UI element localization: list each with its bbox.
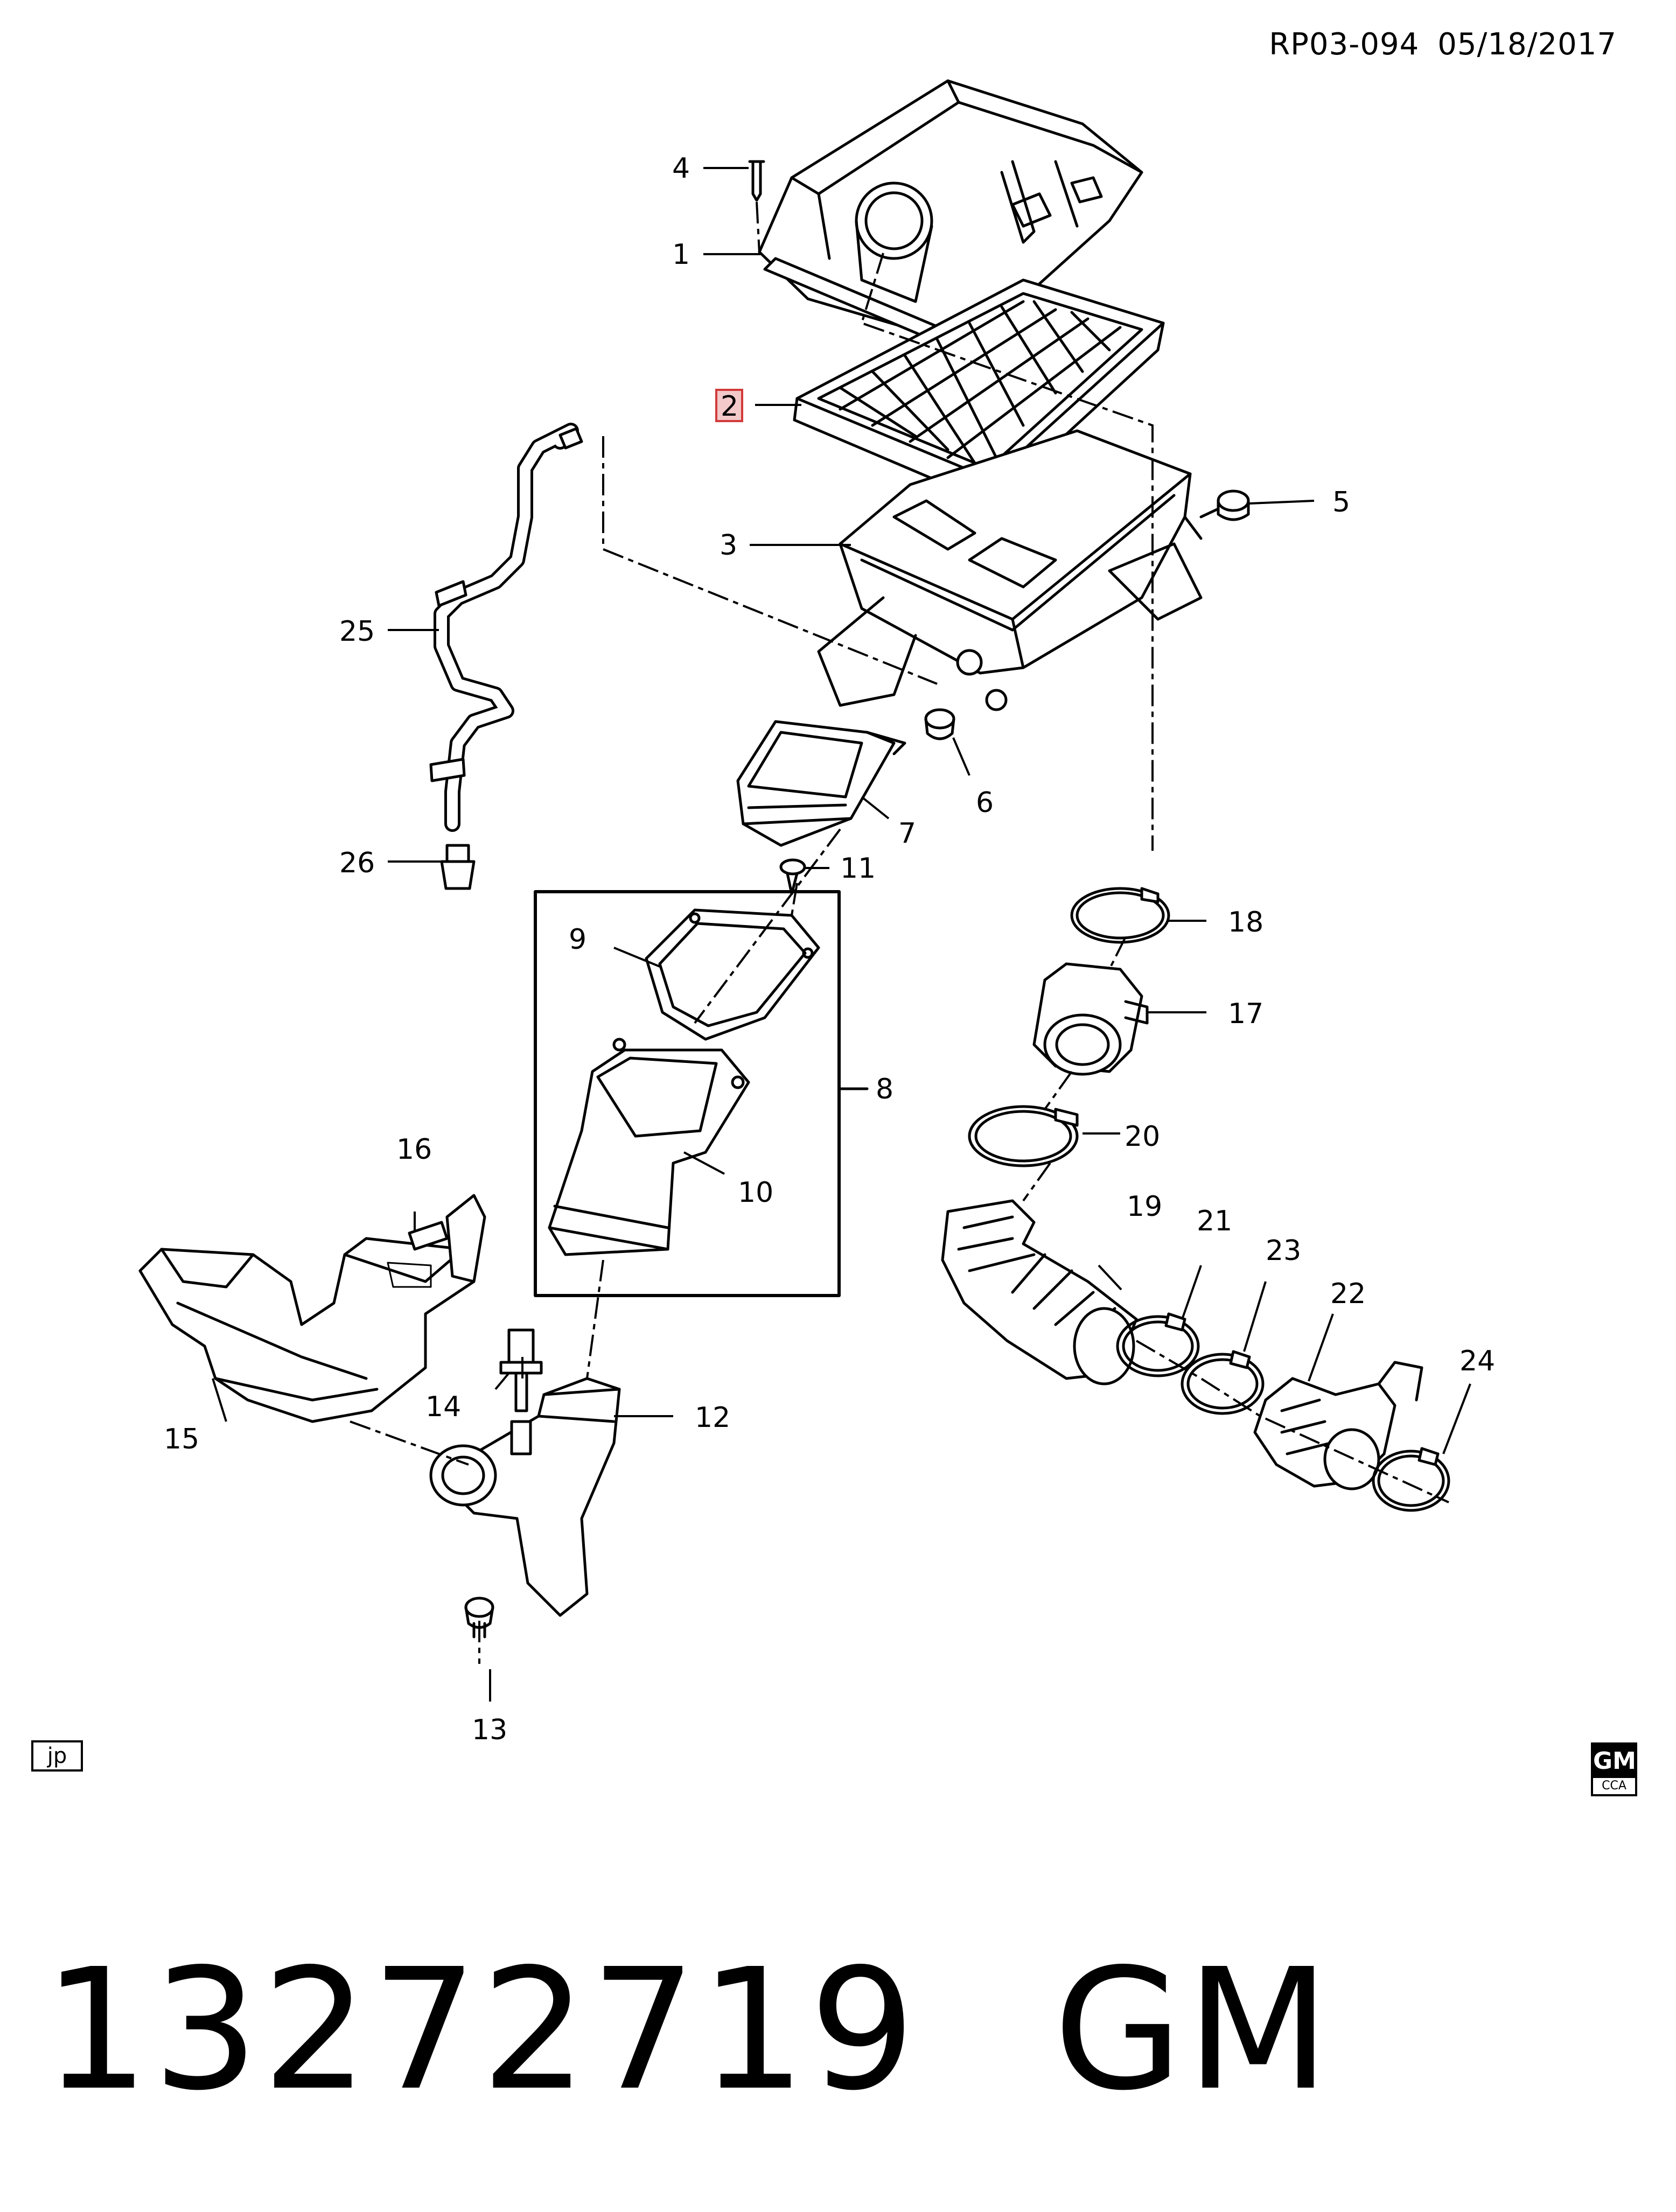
part-10-resonator xyxy=(548,1038,750,1256)
callout-11: 11 xyxy=(840,852,876,885)
drawing-reference: RP03-094 xyxy=(1269,27,1420,62)
part-8-assembly-box xyxy=(534,890,841,1297)
part-5-grommet xyxy=(1199,489,1250,521)
callout-17: 17 xyxy=(1228,998,1263,1030)
callout-4: 4 xyxy=(672,152,690,185)
callout-6: 6 xyxy=(976,787,994,819)
part-13-fastener xyxy=(464,1597,494,1639)
part-1-upper-housing xyxy=(758,79,1143,357)
gm-logo: GM CCA xyxy=(1591,1742,1637,1796)
callout-5: 5 xyxy=(1332,486,1350,519)
callout-16: 16 xyxy=(396,1133,432,1166)
brand-name: GM xyxy=(1053,1933,1333,2127)
part-24-clamp xyxy=(1372,1447,1450,1512)
part-12-lower-duct xyxy=(429,1377,621,1617)
part-18-clamp xyxy=(1070,887,1170,944)
leader-lines xyxy=(212,167,1471,1702)
callout-24: 24 xyxy=(1459,1345,1495,1377)
corner-tag: jp xyxy=(31,1740,83,1772)
callout-2-highlight xyxy=(715,389,743,422)
part-7-inlet-duct xyxy=(736,720,906,847)
assembly-lines xyxy=(350,201,1449,1664)
callout-19: 19 xyxy=(1127,1191,1162,1223)
part-4-screw xyxy=(748,160,765,202)
callout-25: 25 xyxy=(339,615,375,648)
callout-1: 1 xyxy=(672,239,690,271)
callout-9: 9 xyxy=(569,923,586,956)
callout-12: 12 xyxy=(695,1402,730,1434)
callout-18: 18 xyxy=(1228,906,1263,939)
callout-7: 7 xyxy=(898,817,916,850)
callout-21: 21 xyxy=(1197,1205,1232,1237)
callout-13: 13 xyxy=(472,1714,507,1746)
part-3-lower-housing xyxy=(817,429,1203,711)
callout-26: 26 xyxy=(339,847,375,879)
callout-15: 15 xyxy=(164,1423,199,1455)
callout-2: 2 xyxy=(721,390,738,423)
part-9-seal xyxy=(645,908,820,1041)
part-number: 13272719 xyxy=(43,1933,919,2127)
part-21-clamp xyxy=(1116,1312,1200,1377)
part-25-pcv-hose xyxy=(429,423,583,832)
part-15-intake-duct xyxy=(138,1237,476,1423)
part-11-clip xyxy=(779,858,806,895)
part-2-filter-element xyxy=(793,278,1165,505)
callout-10: 10 xyxy=(738,1177,773,1209)
part-6-grommet xyxy=(924,708,955,740)
gm-logo-mark: GM xyxy=(1593,1745,1636,1778)
callout-22: 22 xyxy=(1330,1278,1366,1310)
part-16-bolt xyxy=(408,1194,486,1283)
callout-labels: 4 1 2 3 5 6 7 11 9 8 10 12 14 15 16 13 1… xyxy=(164,152,1495,1746)
callout-20: 20 xyxy=(1125,1121,1160,1153)
part-20-clamp xyxy=(968,1105,1079,1167)
exploded-parts-diagram: 4 1 2 3 5 6 7 11 9 8 10 12 14 15 16 13 1… xyxy=(138,79,1495,1746)
part-22-hose xyxy=(1253,1361,1423,1490)
diagram-header: RP03-094 05/18/2017 xyxy=(1269,27,1617,62)
callout-14: 14 xyxy=(425,1391,461,1423)
callout-23: 23 xyxy=(1266,1235,1301,1267)
part-19-hose xyxy=(941,1199,1138,1385)
part-26-fitting xyxy=(440,844,476,890)
drawing-date: 05/18/2017 xyxy=(1437,27,1617,62)
part-14-stud xyxy=(499,1328,543,1455)
gm-logo-sub: CCA xyxy=(1602,1779,1626,1793)
part-number-footer: 13272719 GM xyxy=(43,1933,1333,2127)
part-17-maf-sensor xyxy=(1032,962,1149,1076)
callout-3: 3 xyxy=(720,529,737,562)
part-23-clamp xyxy=(1181,1350,1265,1415)
callout-8: 8 xyxy=(876,1073,893,1105)
